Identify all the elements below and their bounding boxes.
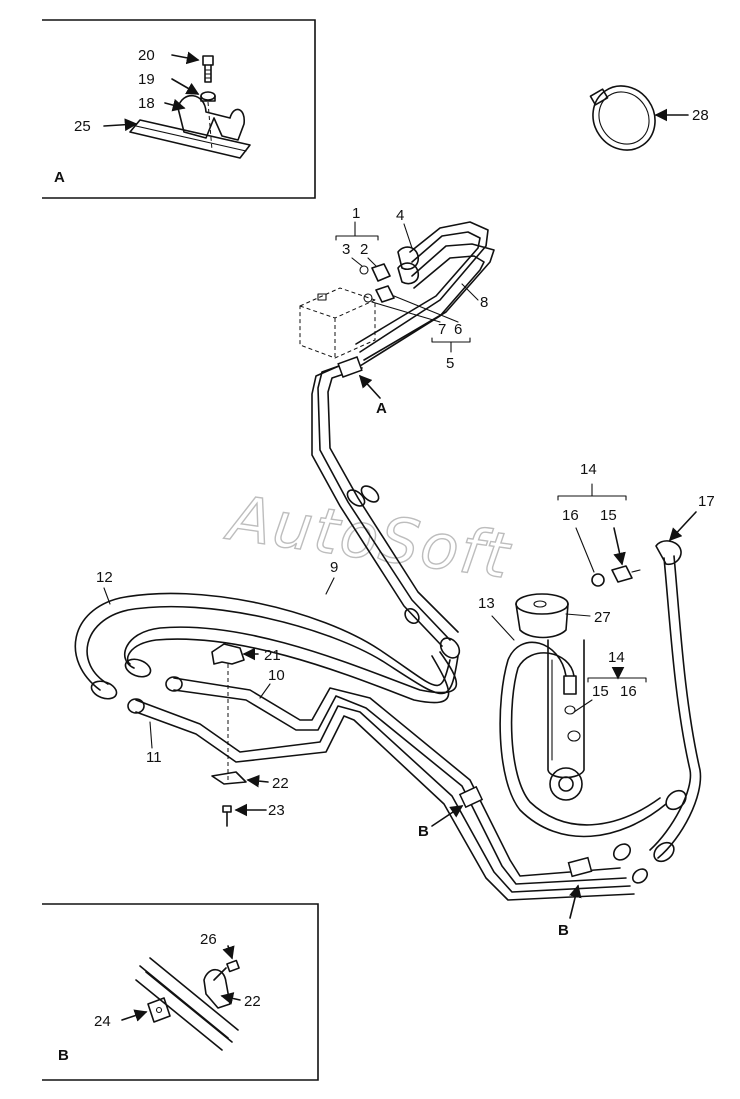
- callout-4: 4: [396, 207, 404, 224]
- callout-25: 25: [74, 118, 91, 135]
- callout-15-upper: 15: [600, 507, 617, 524]
- valve-block: [299, 287, 376, 359]
- callout-26: 26: [200, 931, 217, 948]
- center-tubes: [311, 356, 459, 647]
- callout-8: 8: [480, 294, 488, 311]
- band-clamp-28: 28: [589, 85, 709, 151]
- callout-20: 20: [138, 47, 155, 64]
- callout-12: 12: [96, 569, 113, 586]
- callout-1: 1: [352, 205, 360, 222]
- callout-14-lower: 14: [608, 649, 625, 666]
- callout-22-inset: 22: [244, 993, 261, 1010]
- inset-a-nut: [200, 91, 216, 102]
- callout-5: 5: [446, 355, 454, 372]
- callout-3: 3: [342, 241, 350, 258]
- watermark-text: AutoSoft: [221, 481, 516, 593]
- long-hoses: [74, 592, 635, 901]
- callout-7: 7: [438, 321, 446, 338]
- callout-23: 23: [268, 802, 285, 819]
- callout-2: 2: [360, 241, 368, 258]
- callout-b-right: B: [558, 922, 569, 939]
- inset-a-bolt: [202, 55, 214, 83]
- inset-b: 26 22 24 B: [42, 903, 319, 1081]
- callout-18: 18: [138, 95, 155, 112]
- clamp-21-22-23: [211, 643, 269, 827]
- inset-a-border: [42, 19, 316, 199]
- cylinder-27: [515, 593, 585, 801]
- callout-19: 19: [138, 71, 155, 88]
- inset-a-letter: A: [54, 169, 65, 186]
- hose-13-17: [499, 540, 702, 884]
- callout-11: 11: [146, 749, 162, 766]
- inset-a-clamp: [177, 94, 245, 141]
- inset-a: 20 19 18 25 A: [42, 19, 316, 199]
- callout-28: 28: [692, 107, 709, 124]
- fitting-15-16-upper: [591, 565, 641, 587]
- callout-17: 17: [698, 493, 715, 510]
- fittings-2-3-6-7: [359, 246, 420, 303]
- callout-27: 27: [594, 609, 611, 626]
- callout-b-left: B: [418, 823, 429, 840]
- callout-14-upper: 14: [580, 461, 597, 478]
- upper-tubes: [355, 221, 495, 367]
- callout-21: 21: [264, 647, 281, 664]
- callout-24: 24: [94, 1013, 111, 1030]
- inset-b-border: [42, 903, 319, 1081]
- callout-10: 10: [268, 667, 285, 684]
- callout-16-lower: 16: [620, 683, 637, 700]
- callout-15-lower: 15: [592, 683, 609, 700]
- callout-6: 6: [454, 321, 462, 338]
- callout-a: A: [376, 400, 387, 417]
- callout-22: 22: [272, 775, 289, 792]
- callout-16-upper: 16: [562, 507, 579, 524]
- callout-13: 13: [478, 595, 495, 612]
- callout-9: 9: [330, 559, 338, 576]
- inset-b-letter: B: [58, 1047, 69, 1064]
